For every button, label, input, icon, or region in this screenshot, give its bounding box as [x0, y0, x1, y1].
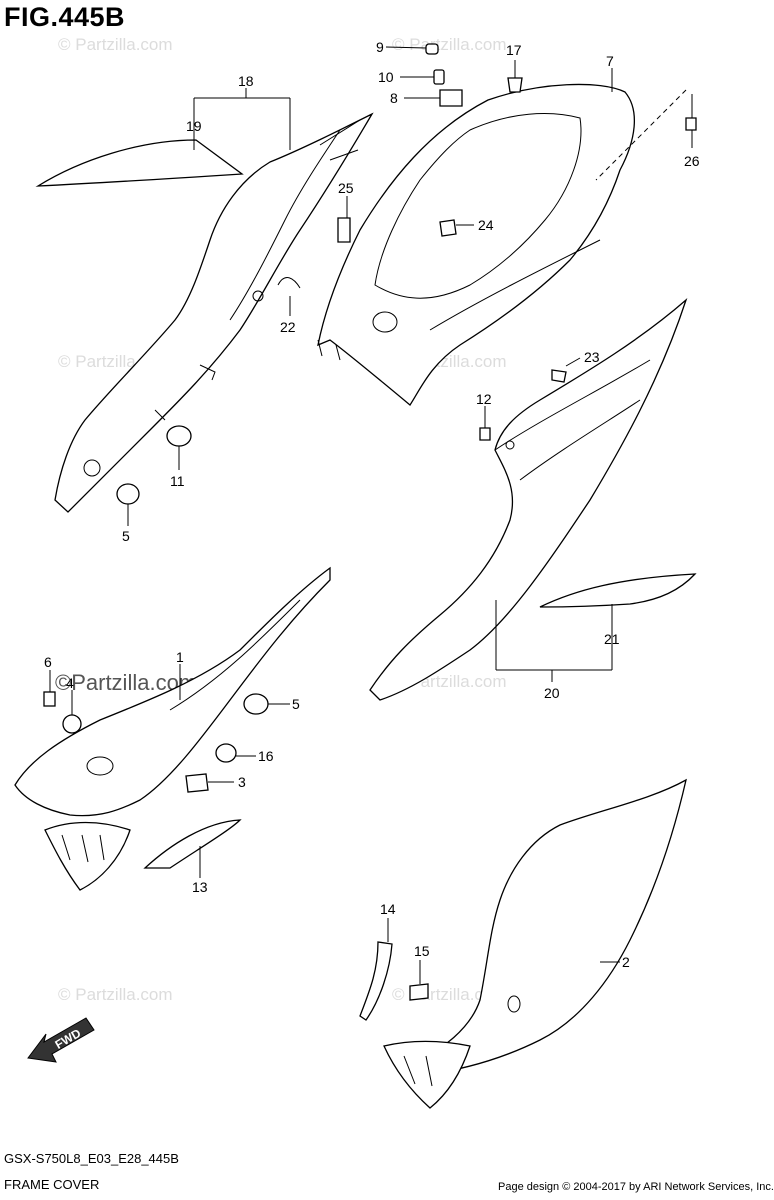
part-8-grommet	[439, 89, 463, 107]
callout-1: 1	[176, 649, 184, 665]
part-25-band	[337, 217, 351, 243]
parts-diagram: FIG.445B © Partzilla.com © Partzilla.com…	[4, 2, 774, 1193]
watermark-text: © Partzilla.com	[58, 985, 173, 1004]
callout-9: 9	[376, 39, 384, 55]
callout-11: 11	[170, 473, 185, 489]
part-21-decal	[539, 573, 697, 608]
section-name: FRAME COVER	[4, 1177, 100, 1192]
callout-10: 10	[378, 69, 394, 85]
callout-26: 26	[684, 153, 700, 169]
part-22-clip	[277, 277, 301, 289]
part-17-plug	[507, 77, 523, 93]
callout-25: 25	[338, 180, 354, 196]
part-10-collar	[433, 69, 445, 85]
fwd-arrow-icon: FWD	[27, 1017, 95, 1063]
callout-21: 21	[604, 631, 620, 647]
part-12-screw	[479, 427, 491, 441]
part-3-spacer	[185, 773, 209, 793]
callout-numbers: 18 19 9 10 8 17 7 26 24 25 22 23 12 11 5…	[44, 39, 700, 970]
callout-2: 2	[622, 954, 630, 970]
callout-20: 20	[544, 685, 560, 701]
leader-lines	[49, 46, 693, 984]
part-2-right-frame-cover	[383, 778, 687, 1109]
callout-18: 18	[238, 73, 254, 89]
callout-6: 6	[44, 654, 52, 670]
part-23-screw	[551, 369, 567, 383]
callout-24: 24	[478, 217, 494, 233]
watermark-text: © Partzilla.com	[58, 35, 173, 54]
callout-17: 17	[506, 42, 522, 58]
hardware-parts	[43, 43, 697, 1021]
part-18-left-tail-cover	[54, 112, 374, 513]
part-20-right-tail-cover	[369, 297, 688, 701]
callout-5-upper: 5	[122, 528, 130, 544]
diagram-canvas: © Partzilla.com © Partzilla.com © Partzi…	[14, 35, 700, 1109]
part-15-screw	[409, 983, 429, 1001]
callout-7: 7	[606, 53, 614, 69]
copyright-notice: Page design © 2004-2017 by ARI Network S…	[498, 1181, 774, 1193]
part-11-grommet	[166, 425, 192, 447]
part-13-bracket	[143, 819, 242, 869]
callout-3: 3	[238, 774, 246, 790]
callout-19: 19	[186, 118, 202, 134]
part-26-clip	[685, 117, 697, 131]
callout-16: 16	[258, 748, 274, 764]
part-7-tail-cowl	[317, 83, 635, 406]
callout-12: 12	[476, 391, 492, 407]
callout-5-lower: 5	[292, 696, 300, 712]
watermark-text: © Partzilla.com	[392, 35, 507, 54]
figure-title: FIG.445B	[4, 2, 126, 32]
callout-22: 22	[280, 319, 296, 335]
callout-13: 13	[192, 879, 208, 895]
part-6-screw	[43, 691, 56, 707]
part-1-left-frame-cover	[14, 566, 331, 891]
callout-15: 15	[414, 943, 430, 959]
callout-14: 14	[380, 901, 396, 917]
part-14-bracket	[359, 941, 393, 1021]
part-5-grommet-lower	[243, 693, 269, 715]
callout-8: 8	[390, 90, 398, 106]
model-code: GSX-S750L8_E03_E28_445B	[4, 1151, 179, 1166]
part-9-screw	[425, 43, 439, 55]
callout-4: 4	[66, 675, 74, 691]
part-19-decal	[35, 139, 244, 187]
callout-23: 23	[584, 349, 600, 365]
part-5-grommet-upper	[116, 483, 140, 505]
part-16-grommet	[215, 743, 237, 763]
part-24-bolt	[439, 219, 457, 237]
part-4-collar	[62, 714, 82, 734]
